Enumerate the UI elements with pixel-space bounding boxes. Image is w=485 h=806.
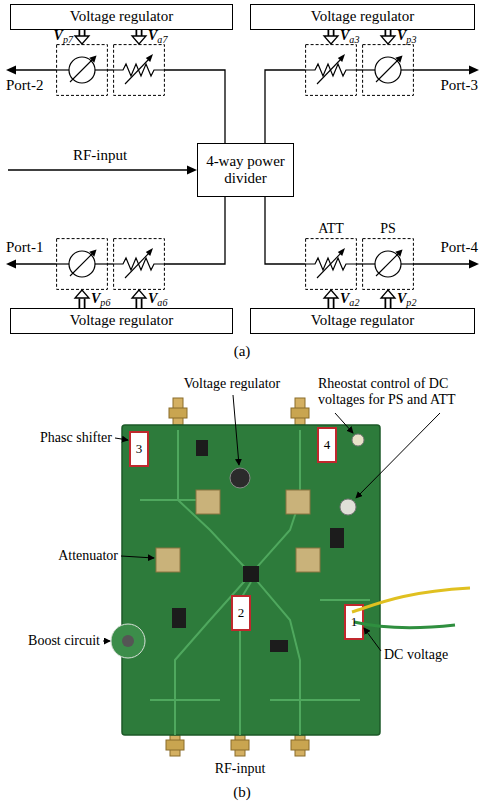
- attenuator-symbol: [305, 45, 357, 96]
- voltage-label: Vp6: [91, 291, 110, 307]
- attenuator-block: ATT: [305, 238, 357, 290]
- port-label: Port-4: [441, 239, 479, 256]
- rheostat: [340, 499, 356, 515]
- connector: [381, 290, 395, 308]
- annotation: Phasc shifter: [40, 430, 112, 446]
- voltage-label: Vp2: [397, 291, 416, 307]
- symbol-letter: V: [397, 28, 406, 43]
- annotation: DC voltage: [384, 647, 448, 663]
- pcb-board: [122, 425, 380, 735]
- node-text: Voltage regulator: [311, 312, 414, 329]
- sticker-number: 4: [324, 438, 331, 453]
- symbol-letter: V: [397, 291, 406, 306]
- voltage-label: Va6: [148, 291, 167, 307]
- annotation: Rheostat control of DC voltages for PS a…: [318, 376, 480, 408]
- annotation: RF-input: [215, 761, 266, 777]
- block-outline: [362, 238, 414, 290]
- connector: [357, 264, 362, 265]
- annotation: Attenuator: [58, 548, 118, 564]
- node-text: 4-way power divider: [202, 153, 289, 188]
- node-text: PS: [380, 221, 396, 237]
- subscript: p2: [406, 297, 416, 308]
- process-box: 4-way power divider: [197, 143, 294, 197]
- inductor: [122, 635, 134, 647]
- phase-attenuator-blocks: [56, 45, 414, 290]
- phase-shifter-symbol: [362, 45, 414, 96]
- arrowhead: [381, 290, 395, 298]
- node-text: Voltage regulator: [70, 8, 173, 25]
- process-box: Voltage regulator: [250, 308, 475, 334]
- subscript: a2: [349, 297, 359, 308]
- subscript: a3: [349, 34, 359, 45]
- dc-wires: [352, 588, 470, 628]
- subfigure-caption: (b): [233, 784, 251, 801]
- connector-shaft: [328, 298, 335, 309]
- connector-line: [357, 263, 362, 264]
- voltage-label: Vp3: [397, 28, 416, 44]
- node-text: ATT: [318, 221, 344, 237]
- port-label: Port-2: [6, 77, 44, 94]
- voltage-label: Va3: [340, 28, 359, 44]
- subscript: a7: [157, 34, 167, 45]
- leader-lines: [103, 395, 440, 651]
- process-box: Voltage regulator: [10, 4, 233, 30]
- voltage-label: Va2: [340, 291, 359, 307]
- attenuator-symbol: [113, 239, 165, 290]
- port-label: Port-3: [441, 77, 479, 94]
- block-outline: [305, 238, 357, 290]
- node-text: Voltage regulator: [311, 8, 414, 25]
- sticker-number: 1: [351, 615, 358, 630]
- attenuator-packages: [156, 490, 320, 572]
- pcb-traces: [140, 430, 370, 735]
- connector-line: [265, 197, 305, 264]
- phase-shifter-symbol: [56, 45, 108, 96]
- process-box: Voltage regulator: [10, 308, 233, 334]
- process-box: Voltage regulator: [250, 4, 475, 30]
- port-arrowheads: [6, 66, 479, 269]
- sticker-number: 2: [238, 606, 245, 621]
- phase-shifter-block: PS: [362, 238, 414, 290]
- connector: [265, 197, 305, 264]
- attenuator-symbol: [113, 45, 165, 96]
- symbol-letter: V: [148, 291, 157, 306]
- symbol-letter: V: [54, 28, 63, 43]
- port-label: Port-1: [6, 239, 44, 256]
- connector-shaft: [329, 298, 333, 309]
- subscript: p3: [406, 34, 416, 45]
- sticker-number: 3: [136, 442, 143, 457]
- annotation: Voltage regulator: [184, 376, 281, 392]
- pcb-photo: [103, 395, 470, 756]
- regulator-component: [230, 468, 250, 488]
- ic-chips: [172, 440, 344, 652]
- number-stickers: [130, 428, 363, 639]
- symbol-letter: V: [340, 291, 349, 306]
- arrowhead: [324, 290, 338, 298]
- connector-shaft: [385, 298, 392, 309]
- rheostat: [352, 434, 364, 446]
- connector: [324, 290, 338, 308]
- divider-chip: [243, 566, 259, 582]
- phase-shifter-symbol: [56, 239, 108, 290]
- voltage-label: Va7: [148, 28, 167, 44]
- input-label: RF-input: [73, 147, 127, 164]
- subfigure-caption: (a): [234, 343, 251, 360]
- voltage-label: Vp7: [54, 28, 73, 44]
- connector-shaft: [386, 298, 390, 309]
- annotation: Boost circuit: [28, 633, 100, 649]
- boost-circuit: [111, 624, 145, 658]
- node-text: Voltage regulator: [70, 312, 173, 329]
- symbol-letter: V: [91, 291, 100, 306]
- subscript: p6: [100, 297, 110, 308]
- control-arrows: [75, 28, 395, 308]
- signal-wires: [8, 70, 470, 264]
- symbol-letter: V: [148, 28, 157, 43]
- symbol-letter: V: [340, 28, 349, 43]
- subscript: a6: [157, 297, 167, 308]
- subscript: p7: [63, 34, 73, 45]
